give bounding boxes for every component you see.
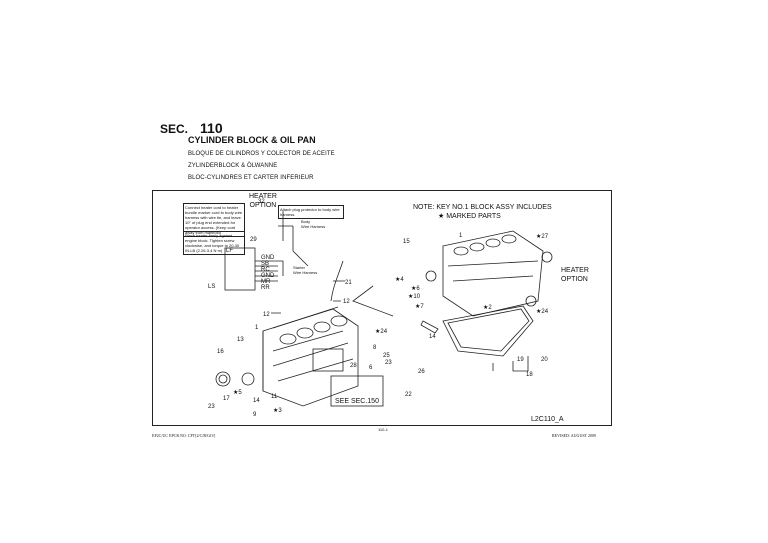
part-20: 20 bbox=[541, 357, 548, 363]
part-24b: ★24 bbox=[536, 308, 549, 315]
figure-id: L2C110_A bbox=[531, 416, 564, 423]
section-number: 110 bbox=[200, 120, 223, 136]
subtitle-spanish: BLOQUE DE CILINDROS Y COLECTOR DE ACEITE bbox=[188, 151, 335, 157]
part-32: 32 bbox=[258, 199, 265, 205]
part-13: 13 bbox=[237, 337, 244, 343]
page-number: 110-1 bbox=[378, 427, 388, 432]
part-29: 29 bbox=[250, 237, 257, 243]
part-12b: 12 bbox=[263, 312, 270, 318]
parts-diagram: LF GND SB RC GND MR RR LS 32 29 21 12 12… bbox=[152, 190, 612, 426]
part-6: 6 bbox=[369, 365, 373, 371]
body-harness-label: Body Wire Harness bbox=[301, 219, 326, 229]
part-22: 22 bbox=[405, 392, 412, 398]
part-10: ★10 bbox=[408, 293, 421, 300]
part-12a: 12 bbox=[343, 299, 350, 305]
label-gnd2: GND bbox=[261, 273, 275, 279]
part-4: ★4 bbox=[395, 276, 404, 283]
label-gnd: GND bbox=[261, 255, 275, 261]
heater-option-right: HEATER OPTION bbox=[561, 267, 589, 283]
part-8: 8 bbox=[373, 345, 377, 351]
heater-torque-note: Place heater firmly against engine block… bbox=[183, 231, 245, 255]
footer-left: EF2C/UC EPCR.NO. CFT[2/C/B/GO/] bbox=[152, 433, 216, 438]
part-16: 16 bbox=[217, 349, 224, 355]
part-14b: 14 bbox=[429, 334, 436, 340]
part-19: 19 bbox=[517, 357, 524, 363]
starter-harness-label: Starter Wire Harness bbox=[293, 265, 318, 275]
subtitle-french: BLOC-CYLINDRES ET CARTER INFERIEUR bbox=[188, 175, 314, 181]
footer-right: REVISED: AUGUST 2009 bbox=[552, 433, 596, 438]
part-25: 25 bbox=[383, 353, 390, 359]
part-6b: ★6 bbox=[411, 285, 420, 292]
see-sec-box bbox=[330, 375, 384, 407]
part-1b: 1 bbox=[459, 233, 463, 239]
note-line-2: ★ MARKED PARTS bbox=[438, 213, 501, 220]
plug-protector-note: Attach plug protector to body wire harne… bbox=[278, 205, 344, 219]
part-7: ★7 bbox=[415, 303, 424, 310]
part-9: 9 bbox=[253, 412, 257, 418]
part-23a: 23 bbox=[385, 360, 392, 366]
part-24a: ★24 bbox=[375, 328, 388, 335]
part-21: 21 bbox=[345, 280, 352, 286]
part-27: ★27 bbox=[536, 233, 549, 240]
part-11: 11 bbox=[271, 394, 278, 400]
label-rr: RR bbox=[261, 285, 270, 291]
label-sb: SB bbox=[261, 261, 269, 267]
part-14a: 14 bbox=[253, 398, 260, 404]
part-3: ★3 bbox=[273, 407, 282, 414]
label-rc: RC bbox=[261, 267, 270, 273]
subtitle-german: ZYLINDERBLOCK & ÖLWANNE bbox=[188, 163, 278, 169]
part-15: 15 bbox=[403, 239, 410, 245]
part-1a: 1 bbox=[255, 325, 259, 331]
section-header: SEC. 110 bbox=[160, 120, 223, 136]
heater-option-top: HEATER OPTION bbox=[249, 193, 277, 209]
part-2: ★2 bbox=[483, 304, 492, 311]
part-18: 18 bbox=[526, 372, 533, 378]
part-26: 26 bbox=[418, 369, 425, 375]
label-mr: MR bbox=[261, 279, 271, 285]
page-title: CYLINDER BLOCK & OIL PAN bbox=[188, 135, 316, 145]
label-ls: LS bbox=[208, 284, 215, 290]
section-label: SEC. bbox=[160, 122, 189, 136]
see-sec-label: SEE SEC.150 bbox=[335, 398, 379, 405]
part-28: 28 bbox=[350, 363, 357, 369]
note-line-1: NOTE: KEY NO.1 BLOCK ASSY INCLUDES bbox=[413, 204, 552, 211]
heater-cord-note: Connect heater cord to heater bundle mar… bbox=[183, 203, 245, 237]
part-17: 17 bbox=[223, 396, 230, 402]
label-lf: LF bbox=[226, 248, 233, 254]
part-23b: 23 bbox=[208, 404, 215, 410]
diagram-drawing: LF GND SB RC GND MR RR LS 32 29 21 12 12… bbox=[208, 199, 553, 418]
part-5: ★5 bbox=[233, 389, 242, 396]
